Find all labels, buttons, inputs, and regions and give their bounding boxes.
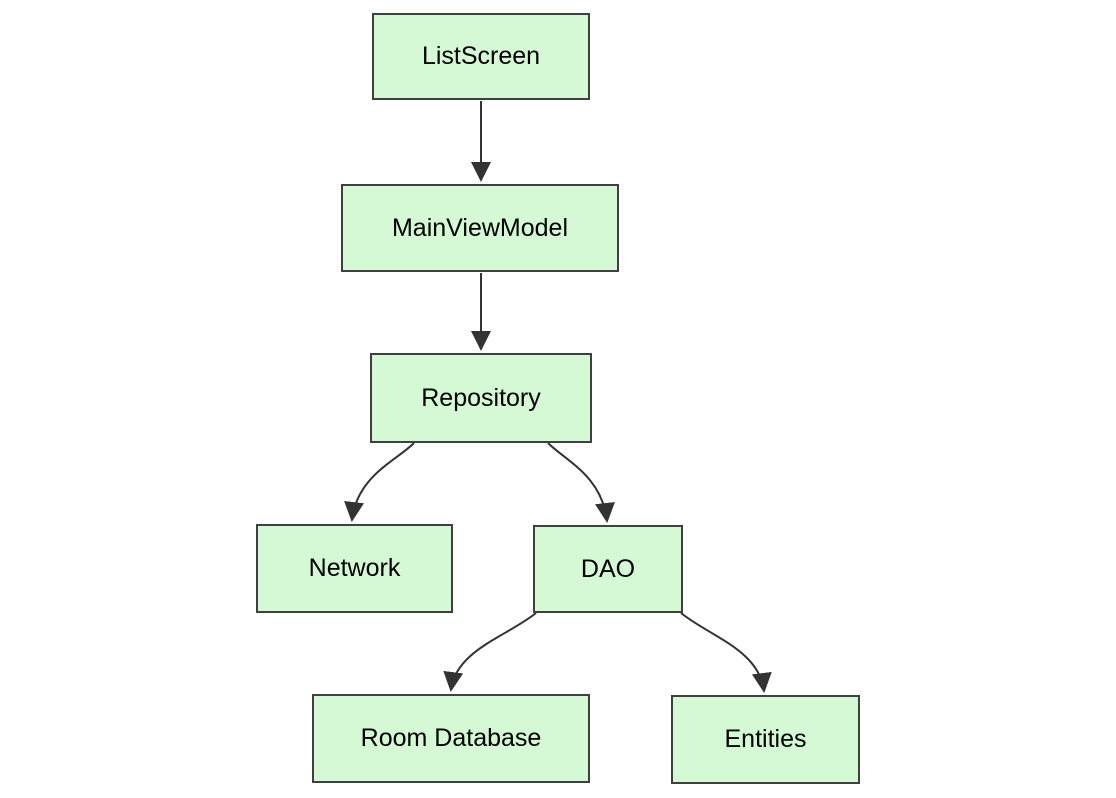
node-mainviewmodel: MainViewModel [341, 184, 619, 272]
edge-dao-roomdatabase [443, 612, 537, 692]
node-label: ListScreen [421, 42, 541, 70]
edge-dao-entities [680, 612, 772, 693]
node-dao: DAO [533, 525, 683, 613]
node-listscreen: ListScreen [372, 13, 590, 100]
node-label: Entities [724, 725, 807, 753]
node-repository: Repository [370, 353, 592, 443]
node-roomdatabase: Room Database [312, 694, 590, 783]
node-entities: Entities [671, 695, 860, 784]
node-label: Room Database [360, 724, 542, 752]
edge-repository-network [344, 442, 415, 522]
node-label: MainViewModel [391, 213, 568, 242]
node-network: Network [256, 524, 453, 613]
node-label: Repository [421, 383, 541, 412]
node-label: DAO [580, 554, 636, 583]
edge-repository-dao [547, 442, 615, 523]
node-label: Network [308, 554, 401, 582]
